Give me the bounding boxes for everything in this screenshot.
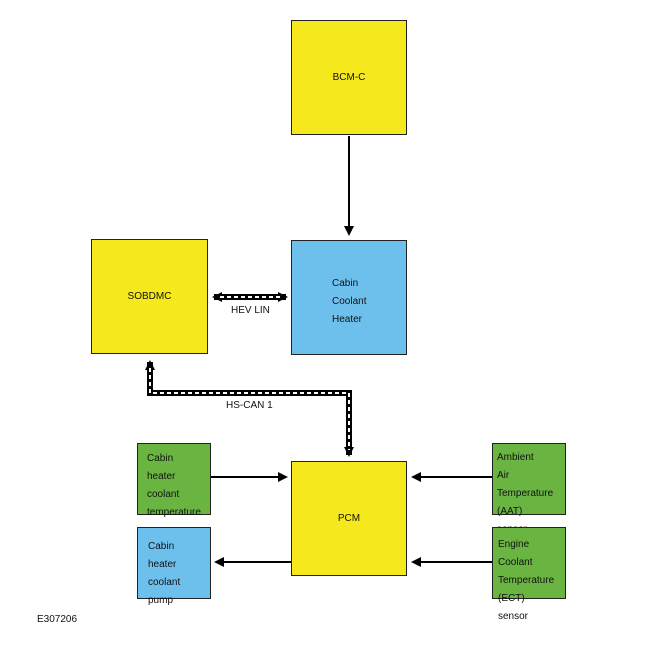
hs-can-connection <box>145 360 354 457</box>
cabin-coolant-heater-module: Cabin Coolant Heater <box>291 240 407 355</box>
cabin-coolant-heater-label: Cabin Coolant Heater <box>332 278 367 325</box>
ambient-air-temperature-sensor: Ambient Air Temperature (AAT) sensor <box>492 443 566 535</box>
figure-id: E307206 <box>37 614 78 625</box>
cabin-heater-coolant-pump: Cabin heater coolant pump <box>137 527 211 606</box>
pcm-module: PCM <box>291 461 407 576</box>
engine-coolant-temperature-sensor: Engine Coolant Temperature (ECT) sensor <box>492 527 566 622</box>
cabin-heater-coolant-temperature-sensor: Cabin heater coolant temperature sensor <box>137 443 211 536</box>
hev-lin-label: HEV LIN <box>231 305 270 316</box>
ect-sensor-label: Engine Coolant Temperature (ECT) sensor <box>498 539 555 622</box>
sobdmc-label: SOBDMC <box>127 290 172 302</box>
bcm-c-module: BCM-C <box>291 20 407 135</box>
sobdmc-module: SOBDMC <box>91 239 208 354</box>
pump-label: Cabin heater coolant pump <box>148 541 181 606</box>
hs-can-label: HS-CAN 1 <box>226 400 273 411</box>
bcm-c-label: BCM-C <box>332 71 366 83</box>
pcm-label: PCM <box>337 512 361 524</box>
